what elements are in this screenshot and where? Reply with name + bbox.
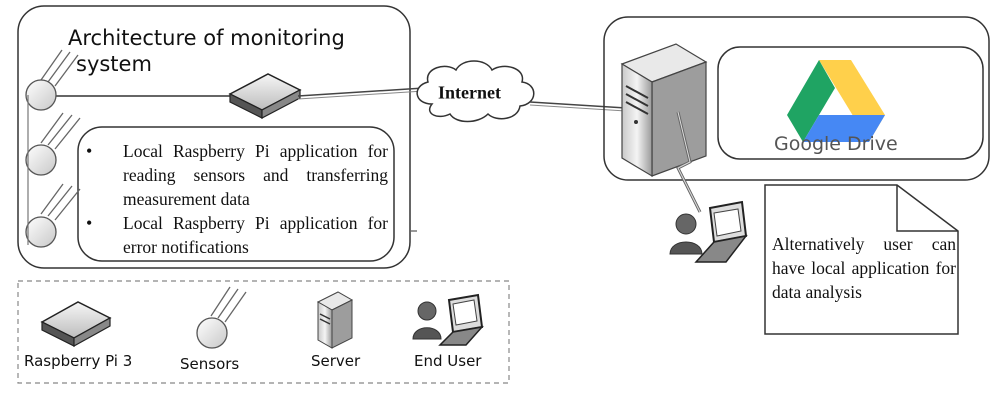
raspberry-pi-device — [228, 73, 302, 119]
local-app-item: Local Raspberry Pi application for readi… — [86, 139, 388, 211]
local-app-item: Local Raspberry Pi application for error… — [86, 211, 388, 259]
legend-sensors-label: Sensors — [180, 355, 240, 373]
internet-server-link — [529, 101, 627, 109]
cloud-storage-box — [717, 46, 984, 160]
local-apps-list: Local Raspberry Pi application for readi… — [86, 139, 388, 259]
legend-raspberry-icon — [40, 301, 112, 348]
end-user-icon — [669, 200, 748, 263]
legend-server-icon — [316, 291, 354, 349]
legend-box — [17, 280, 510, 384]
pi-internet-link — [297, 87, 425, 97]
sensor-3 — [25, 183, 81, 248]
note-fold — [896, 185, 958, 232]
legend-sensor-icon — [196, 286, 247, 349]
legend-server-label: Server — [311, 352, 361, 370]
legend-raspberry-label: Raspberry Pi 3 — [24, 352, 133, 370]
legend-end-user-label: End User — [414, 352, 482, 370]
internet-cloud-icon — [416, 60, 535, 123]
server-system-box — [603, 16, 990, 181]
monitoring-system-box — [17, 5, 411, 269]
google-drive-logo — [787, 60, 885, 142]
legend-end-user-icon — [412, 293, 484, 346]
server-icon — [620, 43, 708, 178]
sensor-1 — [25, 49, 79, 111]
note-text: Alternatively user can have local applic… — [772, 234, 956, 302]
sensor-2 — [25, 112, 81, 176]
google-drive-label: Google Drive — [774, 133, 898, 155]
note-document — [764, 184, 959, 335]
local-apps-box — [77, 126, 395, 262]
internet-label: Internet — [438, 82, 501, 103]
